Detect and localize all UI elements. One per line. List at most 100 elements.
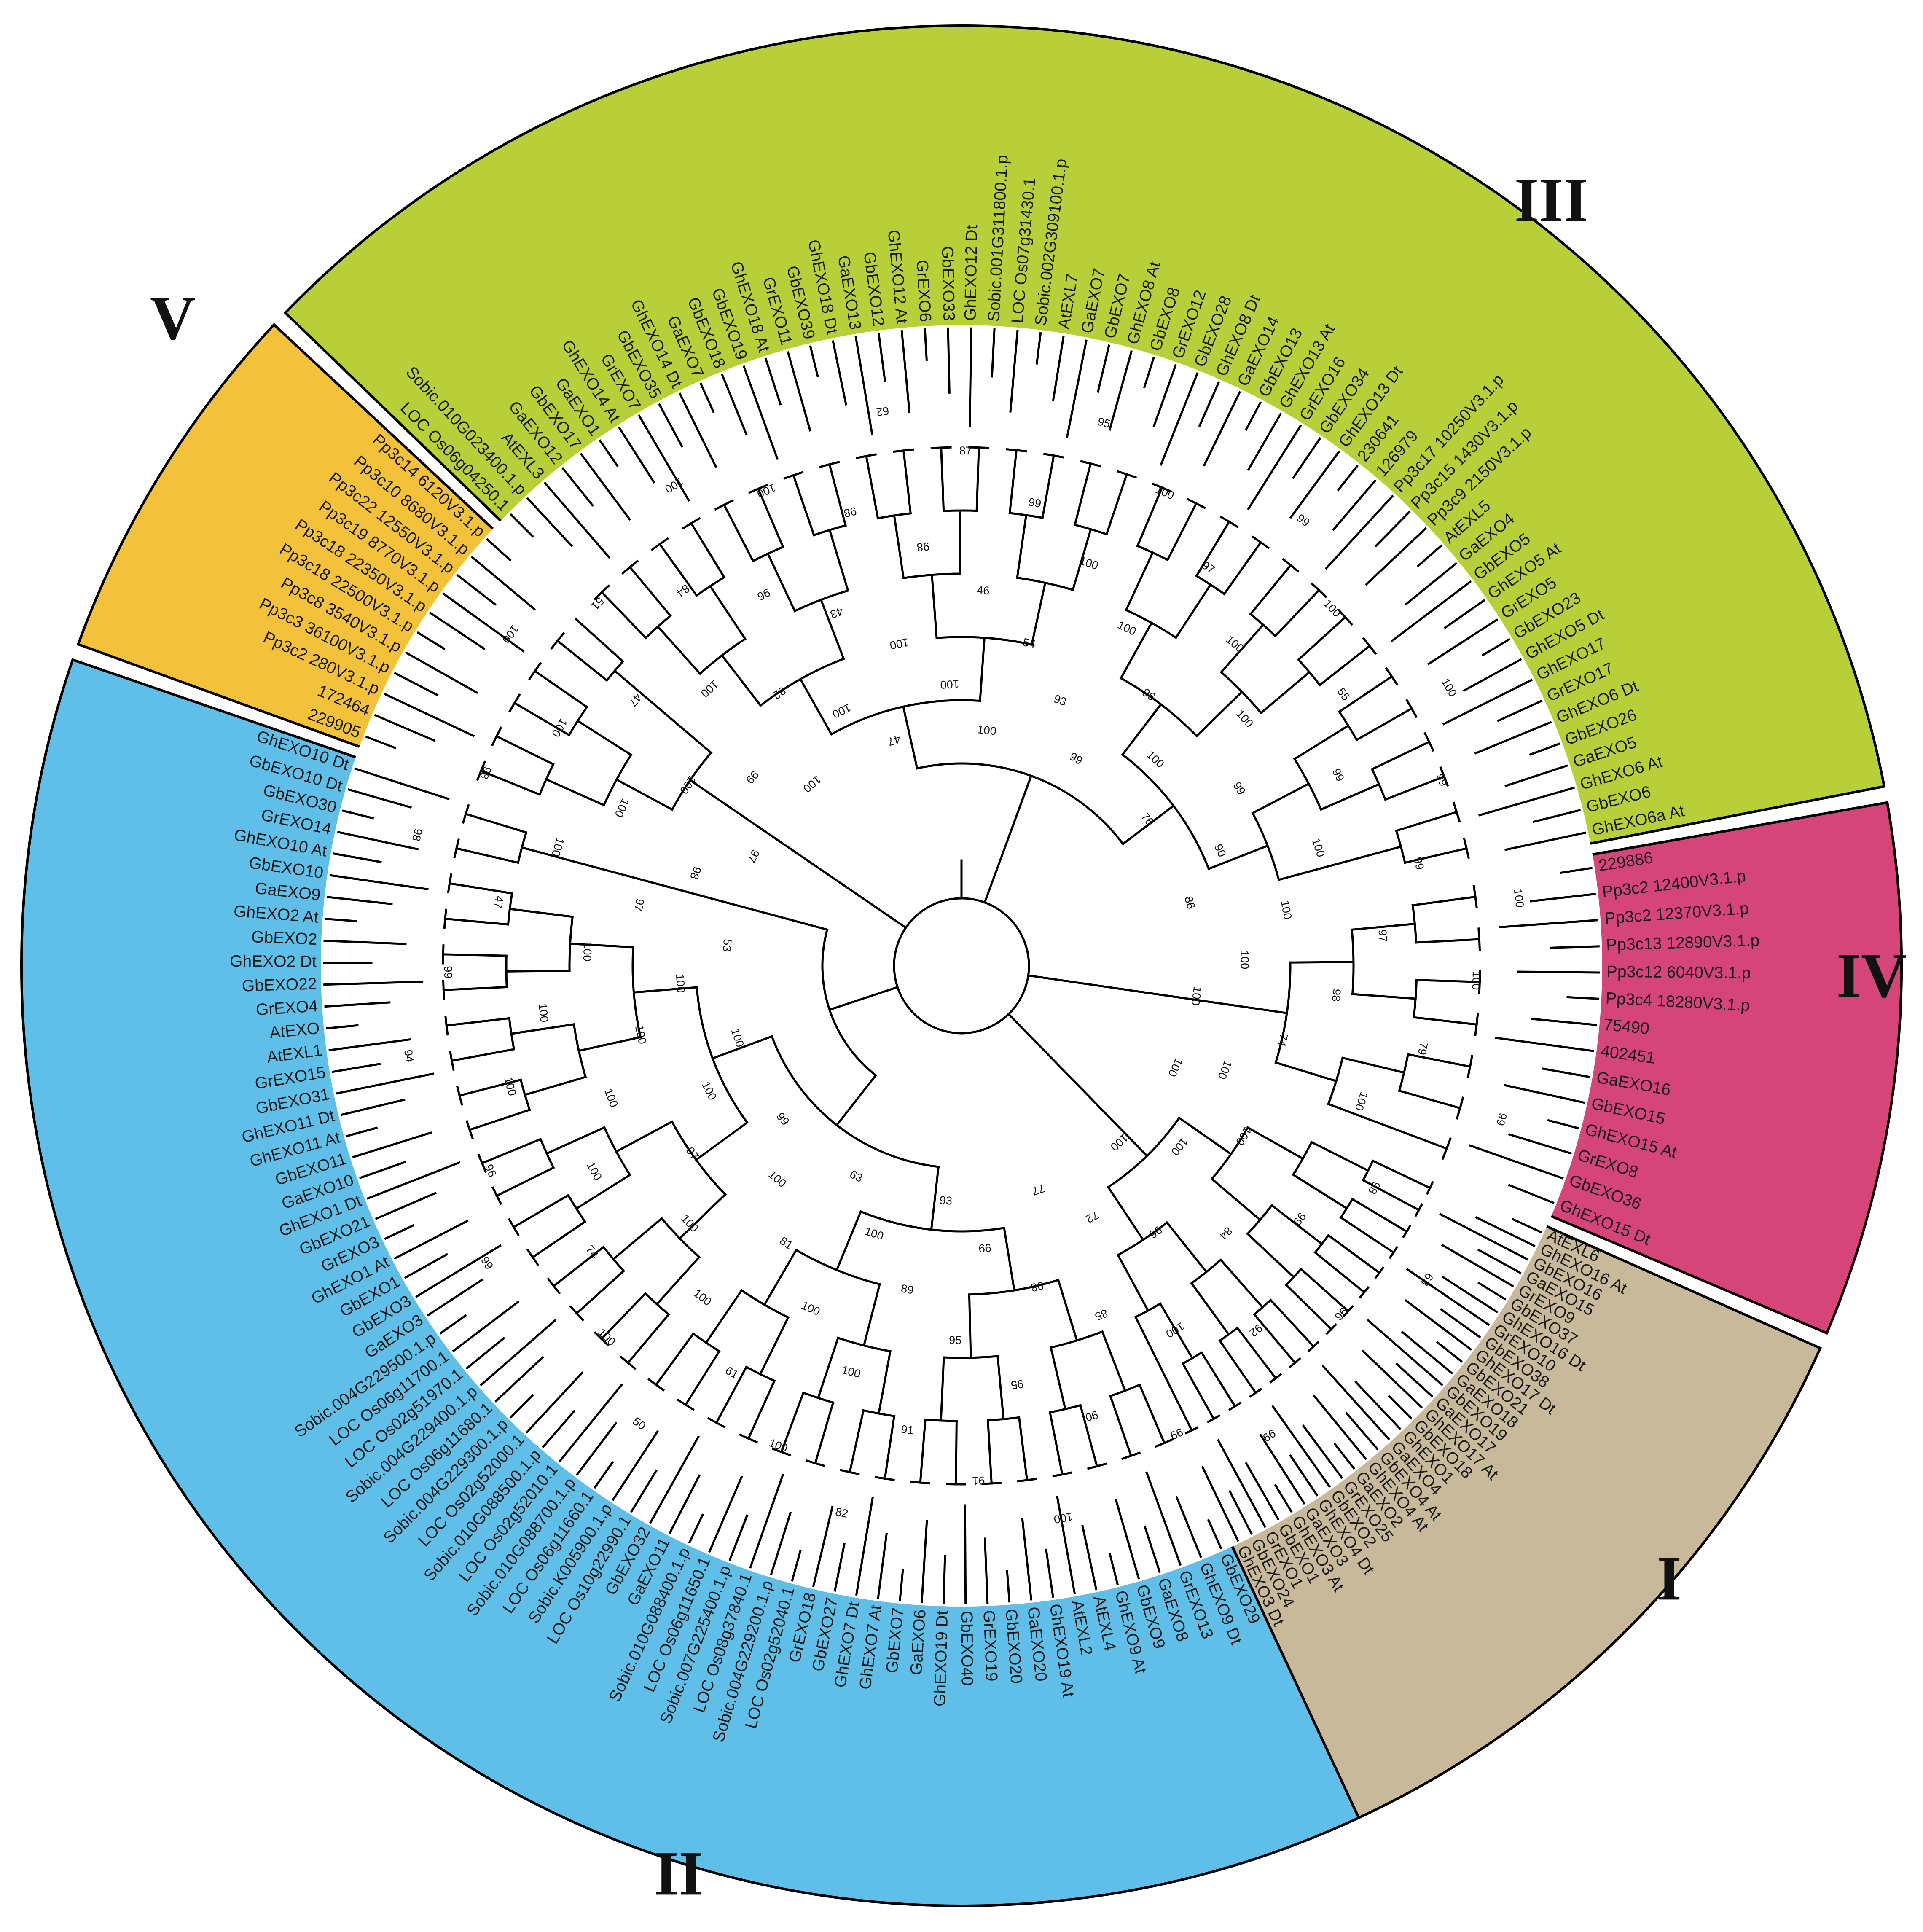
stem-branch (1235, 1326, 1277, 1380)
tip-branch (1259, 1433, 1306, 1505)
tip-branch (832, 340, 847, 406)
tip-branch (900, 330, 911, 413)
tip-branch (1427, 618, 1499, 665)
tip-branch (1532, 809, 1581, 823)
stem-branch (1386, 1125, 1448, 1150)
tip-branch (1289, 1454, 1319, 1497)
bootstrap-label: 62 (876, 404, 890, 419)
tip-branch (1345, 1411, 1379, 1451)
tip-branch (375, 1192, 437, 1220)
stem-branch (766, 552, 796, 613)
stem-branch (1136, 486, 1163, 548)
tip-branch (969, 327, 972, 427)
stem-branch (1411, 895, 1477, 907)
tip-branch (561, 467, 594, 507)
stem-branch (1116, 1253, 1150, 1312)
tip-branch (1441, 1275, 1499, 1314)
stem-branch (1162, 1372, 1193, 1432)
bootstrap-label: 98 (916, 540, 930, 554)
tip-branch (1245, 1462, 1280, 1521)
clade-label-i: I (1657, 1543, 1681, 1613)
stem-branch (458, 1078, 522, 1097)
stem-branch (444, 917, 510, 926)
stem-branch (524, 1075, 587, 1096)
tip-branch (1391, 580, 1472, 642)
stem-branch (765, 912, 829, 931)
tip-branch (1504, 831, 1586, 851)
bootstrap-label: 100 (674, 973, 688, 993)
tip-branch (1504, 764, 1568, 787)
stem-branch (747, 1379, 776, 1440)
stem-branch (612, 1217, 663, 1261)
stem-branch (884, 1415, 896, 1480)
clade-label-ii: II (654, 1838, 704, 1908)
tip-branch (1560, 867, 1593, 874)
tip-branch (342, 809, 374, 820)
tip-branch (452, 1300, 520, 1352)
stem-branch (1178, 1116, 1233, 1156)
tip-branch (1477, 1248, 1522, 1274)
stem-branch (1338, 845, 1402, 865)
stem-branch (1403, 847, 1468, 864)
tip-branch (326, 1024, 359, 1030)
tip-branch (1395, 1362, 1434, 1398)
tip-branch (1354, 1380, 1402, 1430)
stem-branch (684, 1349, 721, 1406)
tip-branch (947, 327, 951, 394)
stem-branch (1195, 690, 1244, 738)
tip-branch (1332, 479, 1377, 531)
clade-label-iv: IV (1837, 940, 1907, 1010)
stem-branch (1351, 922, 1416, 931)
tip-branch (833, 1543, 846, 1592)
tip-branch (1388, 1395, 1413, 1420)
stem-branch (1310, 1140, 1370, 1172)
stem-branch (464, 812, 528, 834)
tip-branch (728, 1514, 749, 1561)
bootstrap-label: 97 (632, 897, 647, 912)
tip-branch (465, 1337, 505, 1370)
stem-branch (615, 778, 674, 811)
stem-branch (1073, 462, 1092, 527)
tip-branch (1201, 1466, 1239, 1542)
tip-branch (1337, 465, 1359, 492)
leaf-label: GhEXO19 Dt (931, 1610, 951, 1707)
tip-branch (559, 1383, 623, 1462)
tip-branch (352, 1131, 432, 1158)
stem-branch (1251, 782, 1311, 815)
tip-branch (470, 556, 536, 611)
tip-branch (770, 1511, 792, 1576)
stem-branch (893, 514, 905, 580)
stem-branch (720, 654, 762, 707)
stem-branch (1398, 1089, 1461, 1110)
stem-branch (1384, 775, 1446, 801)
tip-branch (1056, 1495, 1076, 1594)
stem-branch (1207, 844, 1269, 871)
tip-branch (812, 1505, 834, 1587)
bootstrap-label: 100 (581, 942, 594, 962)
tip-branch (1504, 1084, 1585, 1104)
tip-branch (742, 365, 779, 460)
stem-branch (661, 710, 713, 755)
clade-root-branch (1007, 1012, 1104, 1112)
leaf-label: GhEXO2 Dt (230, 952, 317, 971)
tip-branch (1499, 919, 1598, 928)
leaf-label: GbEXO22 (242, 975, 317, 995)
bootstrap-label: 99 (978, 1241, 991, 1255)
bootstrap-label: 91 (972, 1474, 985, 1487)
tip-branch (1115, 1499, 1140, 1580)
stem-branch (690, 521, 726, 579)
tip-branch (486, 538, 512, 562)
stem-branch (1246, 1232, 1295, 1279)
tip-branch (543, 481, 611, 559)
stem-branch (512, 1193, 570, 1229)
stem-branch (1300, 1267, 1350, 1313)
bootstrap-label: 100 (1470, 971, 1483, 990)
stem-branch (600, 1292, 647, 1341)
stem-branch (1181, 1362, 1215, 1421)
tip-branch (404, 1253, 449, 1279)
tip-branch (329, 874, 429, 891)
stem-branch (835, 1210, 862, 1271)
stem-branch (757, 487, 784, 548)
bootstrap-label: 98 (410, 827, 425, 842)
